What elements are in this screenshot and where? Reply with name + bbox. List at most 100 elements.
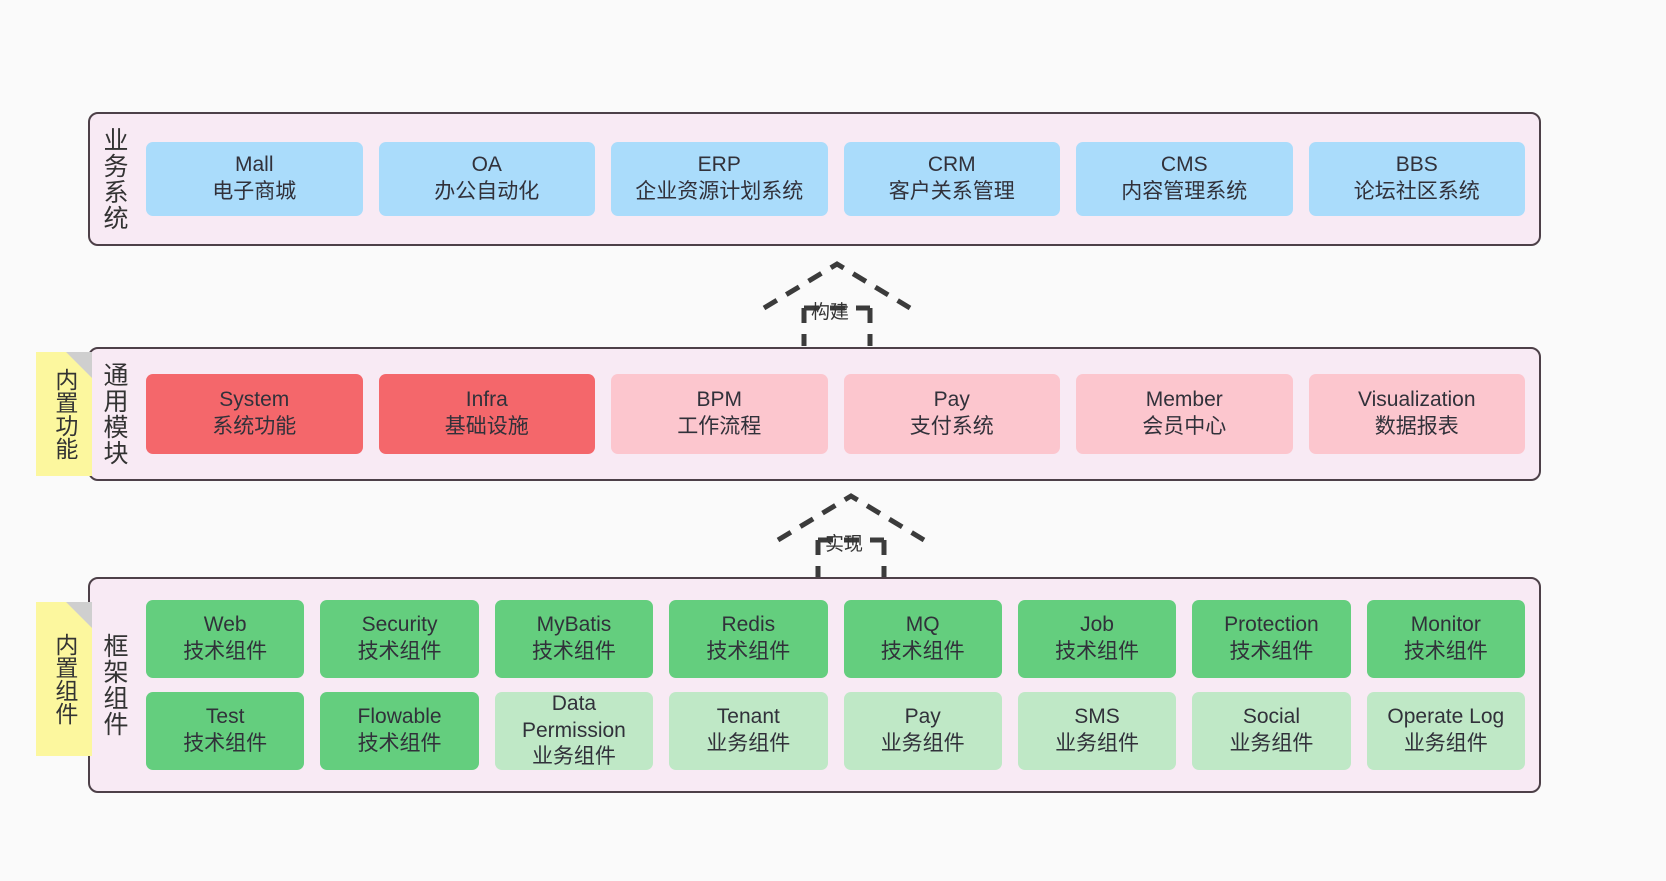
framework-component-card-job[interactable]: Job 技术组件 <box>1017 600 1177 678</box>
common-module-card-pay[interactable]: Pay 支付系统 <box>843 374 1060 454</box>
card-title-cn: 业务组件 <box>880 732 965 755</box>
framework-component-card-mybatis[interactable]: MyBatis 技术组件 <box>494 600 654 678</box>
framework-component-card-redis[interactable]: Redis 技术组件 <box>669 600 828 678</box>
framework-component-card-monitor[interactable]: Monitor 技术组件 <box>1366 600 1525 678</box>
framework-component-card-sms[interactable]: SMS 业务组件 <box>1017 692 1177 770</box>
framework-component-card-pay[interactable]: Pay 业务组件 <box>843 692 1002 770</box>
generalization-arrow-build: 构建 <box>752 258 922 348</box>
card-title-cn: 论坛社区系统 <box>1353 180 1480 203</box>
card-title-en: SMS <box>1074 705 1120 729</box>
framework-component-card-social[interactable]: Social 业务组件 <box>1192 692 1351 770</box>
common-module-card-visualization[interactable]: Visualization 数据报表 <box>1308 374 1525 454</box>
framework-component-card-protection[interactable]: Protection 技术组件 <box>1192 600 1351 678</box>
layer-label-business-systems: 业务系统 <box>100 127 128 231</box>
card-title-cn: 业务组件 <box>531 745 616 769</box>
card-title-en: Test <box>205 705 245 729</box>
card-title-en: CMS <box>1160 153 1208 177</box>
card-title-en: Monitor <box>1410 613 1481 637</box>
card-title-cn: 客户关系管理 <box>888 180 1015 203</box>
common-module-card-system[interactable]: System 系统功能 <box>146 374 363 454</box>
card-title-cn: 技术组件 <box>357 640 442 663</box>
card-title-en: MyBatis <box>536 613 612 637</box>
card-title-en: Pay <box>933 388 970 412</box>
card-title-en: MQ <box>905 613 940 637</box>
card-title-en: Redis <box>721 613 776 637</box>
business-system-card-cms[interactable]: CMS 内容管理系统 <box>1076 142 1293 216</box>
card-title-en: BBS <box>1395 153 1438 177</box>
card-title-en: System <box>219 388 290 412</box>
card-title-cn: 技术组件 <box>1229 640 1314 663</box>
card-title-en: Web <box>203 613 247 637</box>
card-title-cn: 数据报表 <box>1374 415 1459 438</box>
card-title-en: Job <box>1080 613 1114 637</box>
business-system-card-oa[interactable]: OA 办公自动化 <box>378 142 595 216</box>
card-title-en: Data Permission <box>522 691 626 742</box>
sticky-note-builtin-component-label: 内置组件 <box>51 633 78 725</box>
card-title-cn: 业务组件 <box>1055 732 1140 755</box>
sticky-fold-corner-icon <box>66 352 92 378</box>
card-title-en: BPM <box>696 388 742 412</box>
layer-label-common-modules: 通用模块 <box>100 362 128 466</box>
card-title-cn: 内容管理系统 <box>1121 180 1248 203</box>
card-title-en: Social <box>1242 705 1301 729</box>
business-system-card-bbs[interactable]: BBS 论坛社区系统 <box>1308 142 1525 216</box>
arrow-build-label: 构建 <box>811 302 850 323</box>
framework-component-card-data-permission[interactable]: Data Permission 业务组件 <box>494 691 654 770</box>
card-title-cn: 业务组件 <box>1403 732 1488 755</box>
card-title-en: Flowable <box>357 705 442 729</box>
card-title-cn: 技术组件 <box>1403 640 1488 663</box>
card-title-en: Member <box>1145 388 1223 412</box>
card-title-cn: 企业资源计划系统 <box>635 180 804 203</box>
layer-label-framework-components: 框架组件 <box>100 633 128 737</box>
arrow-implement-shape <box>776 493 926 578</box>
card-title-cn: 办公自动化 <box>434 180 540 203</box>
card-title-en: Protection <box>1224 613 1319 637</box>
card-title-cn: 技术组件 <box>531 640 616 663</box>
sticky-note-builtin-component: 内置组件 <box>36 602 92 756</box>
card-title-en: Mall <box>234 153 274 177</box>
sticky-note-builtin-feature-label: 内置功能 <box>51 368 78 460</box>
business-system-card-crm[interactable]: CRM 客户关系管理 <box>843 142 1060 216</box>
card-title-cn: 技术组件 <box>706 640 791 663</box>
card-title-cn: 技术组件 <box>880 640 965 663</box>
card-title-cn: 支付系统 <box>909 415 994 438</box>
card-title-en: CRM <box>927 153 976 177</box>
sticky-note-builtin-feature: 内置功能 <box>36 352 92 476</box>
framework-component-card-mq[interactable]: MQ 技术组件 <box>843 600 1002 678</box>
card-title-cn: 系统功能 <box>212 415 297 438</box>
card-title-cn: 业务组件 <box>1229 732 1314 755</box>
framework-component-card-operate-log[interactable]: Operate Log 业务组件 <box>1366 692 1525 770</box>
card-title-en: Operate Log <box>1387 705 1505 729</box>
framework-component-card-security[interactable]: Security 技术组件 <box>320 600 479 678</box>
card-title-cn: 技术组件 <box>1055 640 1140 663</box>
card-title-cn: 电子商城 <box>212 180 297 203</box>
card-title-cn: 业务组件 <box>706 732 791 755</box>
card-title-cn: 基础设施 <box>444 415 529 438</box>
card-title-en: OA <box>471 153 502 177</box>
card-title-en: Security <box>361 613 438 637</box>
business-system-card-mall[interactable]: Mall 电子商城 <box>146 142 363 216</box>
card-title-en: Visualization <box>1357 388 1476 412</box>
arrow-build-shape <box>762 261 912 346</box>
arrow-implement-label: 实现 <box>825 534 864 555</box>
card-title-en: Pay <box>904 705 941 729</box>
sticky-fold-corner-icon <box>66 602 92 628</box>
generalization-arrow-implement: 实现 <box>766 490 936 580</box>
